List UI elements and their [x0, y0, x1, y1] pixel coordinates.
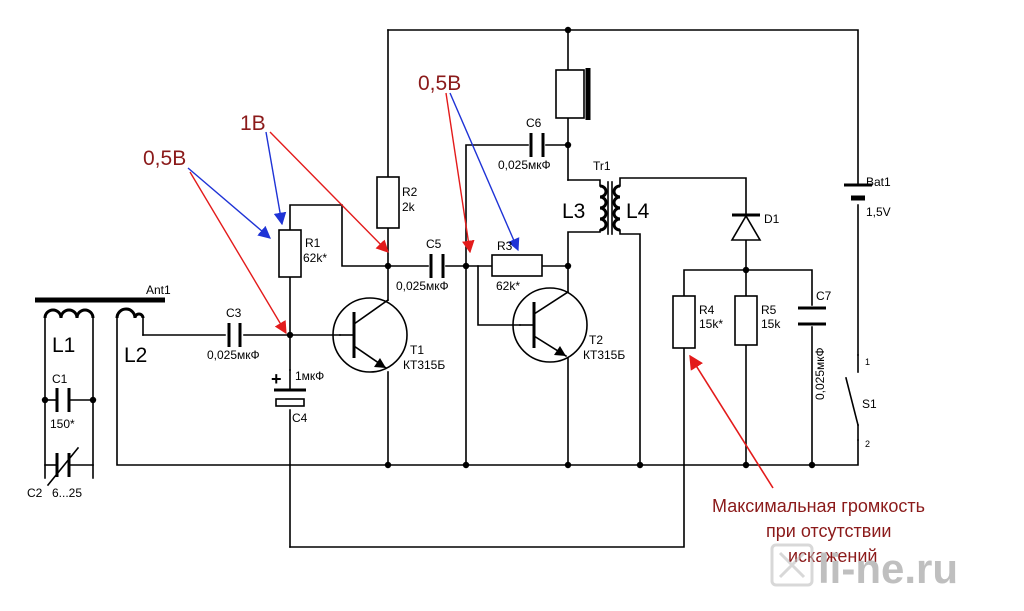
label-C6: C6	[526, 116, 542, 130]
battery-Bat1	[844, 183, 872, 201]
label-Ant1: Ant1	[146, 283, 171, 297]
label-R2-value: 2k	[402, 200, 416, 214]
label-C5-value: 0,025мкФ	[396, 279, 449, 293]
label-C5: C5	[426, 237, 442, 251]
label-R1: R1	[305, 236, 321, 250]
headphone-icon	[555, 68, 591, 120]
label-C3-value: 0,025мкФ	[207, 348, 260, 362]
label-T2-value: КТ315Б	[583, 348, 625, 362]
junctions	[41, 26, 816, 469]
label-T1-value: КТ315Б	[403, 358, 445, 372]
label-Bat1-value: 1,5V	[866, 205, 891, 219]
label-Bat1: Bat1	[866, 175, 891, 189]
label-Tr1: Tr1	[593, 159, 611, 173]
label-C2-value: 6...25	[52, 486, 82, 500]
annotation-voltage-0-5v-left: 0,5В	[143, 147, 186, 170]
label-R1-value: 62k*	[303, 251, 327, 265]
label-C7: C7	[816, 289, 832, 303]
transistor-T2	[512, 287, 588, 363]
label-R2: R2	[402, 185, 418, 199]
label-C4-value: 1мкФ	[295, 369, 324, 383]
watermark-logo-icon	[770, 543, 814, 587]
label-C4: C4	[292, 411, 308, 425]
label-R5-value: 15k	[761, 317, 781, 331]
coil-L2	[115, 307, 145, 319]
transformer-Tr1	[599, 181, 621, 235]
label-T1: T1	[410, 343, 424, 357]
label-C1: C1	[52, 372, 68, 386]
label-C6-value: 0,025мкФ	[498, 158, 551, 172]
annotation-voltage-0-5v-right: 0,5В	[418, 72, 461, 95]
label-L2: L2	[124, 344, 147, 367]
label-R5: R5	[761, 303, 777, 317]
resistor-R2	[376, 176, 400, 229]
note-line-3: искажений	[788, 546, 877, 566]
switch-S1	[845, 354, 859, 441]
watermark: li-ne.ru	[770, 543, 958, 592]
transistor-T1	[332, 297, 408, 373]
label-L3: L3	[562, 200, 585, 223]
watermark-text: li-ne.ru	[818, 545, 958, 592]
label-T2: T2	[589, 333, 603, 347]
label-S1-pin1: 1	[865, 357, 870, 367]
resistor-R3	[491, 254, 543, 277]
label-C1-value: 150*	[50, 417, 75, 431]
label-R4-value: 15k*	[699, 317, 723, 331]
note-max-volume: Максимальная громкость при отсутствии ис…	[712, 496, 925, 566]
annotation-arrows	[187, 92, 774, 489]
resistor-R1	[278, 229, 302, 278]
antenna-ferrite	[35, 297, 165, 336]
component-labels: L1 L2 L3 L4 Ant1 C1 150* C2 6...25 C3 0,…	[27, 116, 891, 500]
label-S1: S1	[862, 397, 877, 411]
label-C2: C2	[27, 486, 43, 500]
label-C4-plus: +	[271, 369, 282, 389]
label-R4: R4	[699, 303, 715, 317]
note-line-2: при отсутствии	[766, 521, 891, 541]
label-R3: R3	[497, 239, 513, 253]
label-L1: L1	[52, 334, 75, 357]
coil-L1	[43, 308, 95, 319]
diode-D1	[730, 213, 762, 241]
label-S1-pin2: 2	[865, 439, 870, 449]
capacitors	[46, 133, 826, 487]
resistors	[278, 176, 758, 349]
label-D1: D1	[764, 212, 780, 226]
label-C7-value: 0,025мкФ	[813, 347, 827, 400]
annotation-voltage-1v: 1В	[240, 112, 266, 135]
resistor-R4	[672, 295, 696, 349]
resistor-R5	[734, 295, 758, 346]
label-R3-value: 62k*	[496, 279, 520, 293]
label-L4: L4	[626, 200, 650, 223]
label-C3: C3	[226, 306, 242, 320]
note-line-1: Максимальная громкость	[712, 496, 925, 516]
voltage-annotations: 0,5В 1В 0,5В	[143, 72, 461, 170]
